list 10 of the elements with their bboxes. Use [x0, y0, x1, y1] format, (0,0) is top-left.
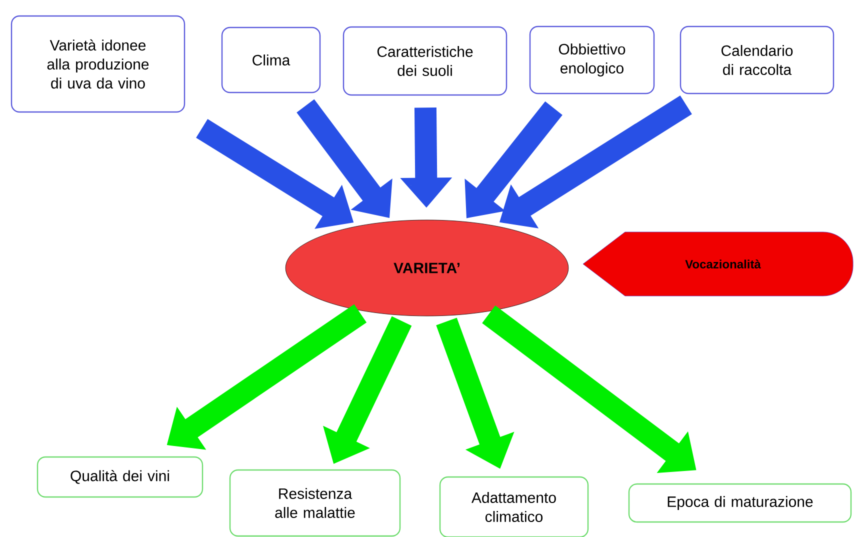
- pointer-box: Vocazionalità: [582, 232, 854, 296]
- text-box: Adattamento climatico: [439, 476, 589, 537]
- text-box: Clima: [221, 26, 321, 94]
- text-box: Calendario di raccolta: [680, 26, 834, 94]
- text-box: Resistenza alle malattie: [229, 469, 401, 537]
- text-box: Epoca di maturazione: [628, 483, 852, 523]
- text-box: Obbiettivo enologico: [529, 26, 655, 94]
- text-box: Varietà idonee alla produzione di uva da vino: [10, 15, 186, 113]
- text-box: Qualità dei vini: [36, 456, 204, 498]
- text-box: Caratteristiche dei suoli: [342, 26, 508, 96]
